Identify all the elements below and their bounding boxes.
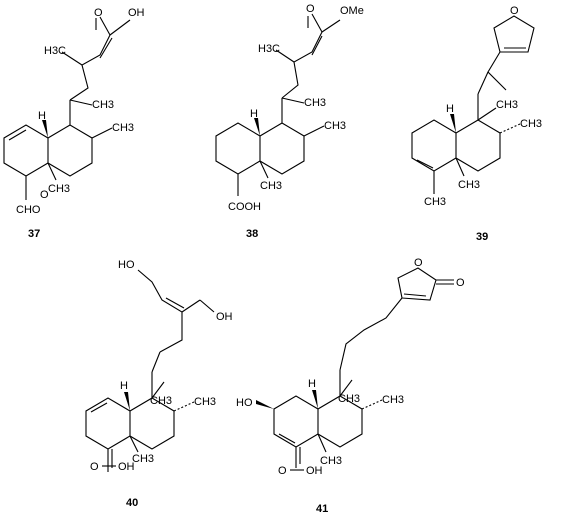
compound-41: O O HO H CH3 CH3 CH3 O OH 41: [236, 257, 465, 515]
label-39-me3: CH3: [424, 196, 446, 208]
label-37-acid-o: O: [94, 7, 103, 19]
label-37-me2: CH3: [112, 122, 134, 134]
label-41-carbonyl-o: O: [456, 277, 465, 289]
label-37-cho: CHO: [16, 204, 41, 216]
compound-number-39: 39: [476, 231, 488, 243]
label-37-h3c: H3C: [44, 45, 66, 57]
compound-38: O OMe H3C H CH3 CH3 CH3 COOH 38: [215, 3, 364, 240]
label-40-acid-o: O: [90, 461, 99, 473]
label-41-me2: CH3: [382, 394, 404, 406]
label-41-me1: CH3: [338, 393, 360, 405]
label-41-angular-me: CH3: [320, 455, 342, 467]
label-40-angular-me: CH3: [132, 453, 154, 465]
label-37-angular-me: CH3: [48, 183, 70, 195]
label-39-furan-o: O: [510, 5, 519, 17]
label-38-angular-me: CH3: [260, 180, 282, 192]
label-38-cooh: COOH: [228, 201, 261, 213]
label-39-me2: CH3: [520, 118, 542, 130]
label-38-h: H: [250, 108, 258, 120]
label-40-h: H: [120, 380, 128, 392]
label-38-me2: CH3: [324, 120, 346, 132]
label-39-h: H: [446, 103, 454, 115]
compound-number-40: 40: [126, 497, 138, 509]
label-39-me1: CH3: [496, 99, 518, 111]
label-38-ester-o: O: [306, 3, 315, 15]
label-40-oh: OH: [216, 311, 233, 323]
label-37-h: H: [38, 110, 46, 122]
label-41-h: H: [308, 378, 316, 390]
compound-37: O OH H3C H CH3 CH3 CH3 CHO O 37: [3, 7, 145, 240]
label-40-acid-oh: OH: [118, 461, 135, 473]
compound-number-41: 41: [316, 503, 328, 515]
label-41-acid-o: O: [278, 465, 287, 477]
compound-number-37: 37: [28, 228, 40, 240]
compound-39: O H CH3 CH3 CH3 CH3 39: [411, 5, 542, 243]
label-39-angular-me: CH3: [458, 179, 480, 191]
label-41-ho: HO: [236, 397, 253, 409]
label-38-h3c: H3C: [258, 43, 280, 55]
compound-40: HO OH H CH3 CH3 CH3 O OH 40: [85, 259, 233, 509]
label-38-me1: CH3: [304, 97, 326, 109]
label-41-acid-oh: OH: [306, 465, 323, 477]
label-37-cho-o: O: [40, 189, 49, 201]
label-40-me1: CH3: [150, 395, 172, 407]
label-38-ome: OMe: [340, 5, 364, 17]
label-37-me1: CH3: [92, 99, 114, 111]
label-41-lactone-o: O: [414, 257, 423, 269]
label-40-ho: HO: [118, 259, 135, 271]
label-37-acid-oh: OH: [128, 7, 145, 19]
compound-number-38: 38: [246, 228, 258, 240]
label-40-me2: CH3: [194, 396, 216, 408]
